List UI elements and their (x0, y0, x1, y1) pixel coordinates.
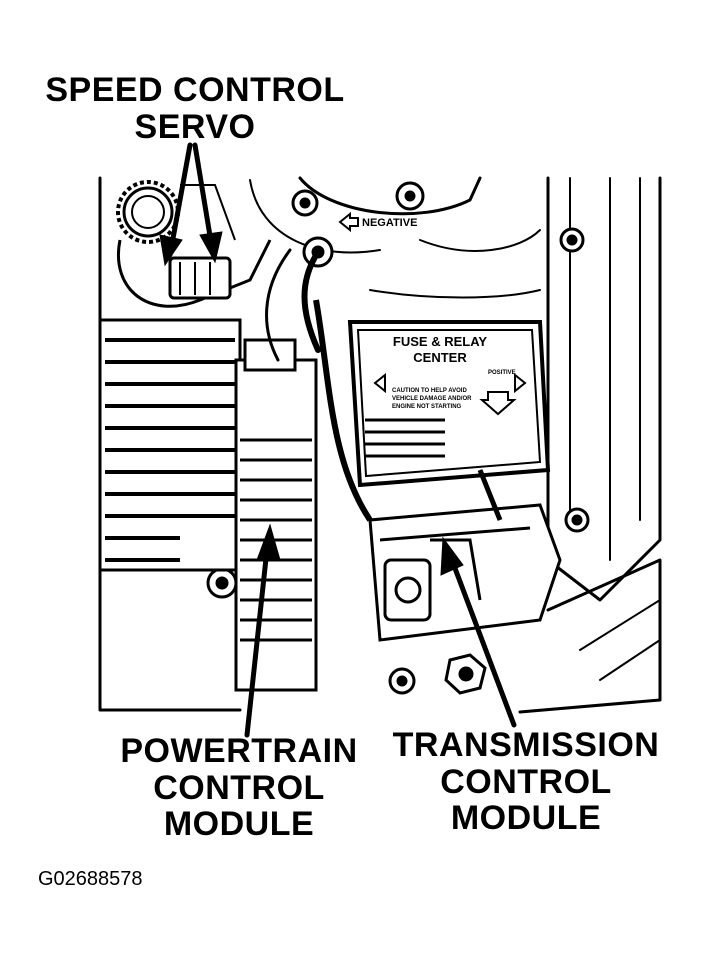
strut-tower (298, 176, 482, 216)
caution-line-3: ENGINE NOT STARTING (392, 404, 462, 410)
caution-line-1: CAUTION TO HELP AVOID (392, 388, 467, 394)
powertrain-control-module-part (234, 299, 373, 692)
transmission-control-module-label: TRANSMISSION CONTROL MODULE (392, 726, 660, 838)
figure-id: G02688578 (38, 868, 143, 890)
fuse-relay-title-1: FUSE & RELAY (393, 334, 487, 349)
frame-right-rail (546, 176, 662, 602)
arrow-ptcm (244, 537, 271, 738)
leader-arrows (159, 142, 517, 738)
arrow-speed-servo-1 (167, 142, 193, 258)
lower-right-structure (518, 558, 662, 714)
fuse-relay-center-box (347, 320, 551, 488)
arrow-speed-servo-2 (192, 142, 215, 251)
positive-label: POSITIVE (488, 370, 516, 376)
fuse-relay-title-2: CENTER (413, 350, 467, 365)
air-cleaner (98, 318, 242, 572)
arrow-tcm (447, 552, 517, 728)
bolts (206, 181, 590, 695)
transmission-control-module-part (368, 469, 562, 642)
powertrain-control-module-label: POWERTRAIN CONTROL MODULE (120, 732, 358, 844)
battery-cable (301, 249, 321, 353)
caution-line-2: VEHICLE DAMAGE AND/OR (392, 396, 472, 402)
speed-control-servo-label: SPEED CONTROL SERVO (45, 71, 345, 146)
speed-control-servo-part (116, 180, 272, 308)
negative-label: NEGATIVE (362, 217, 417, 229)
